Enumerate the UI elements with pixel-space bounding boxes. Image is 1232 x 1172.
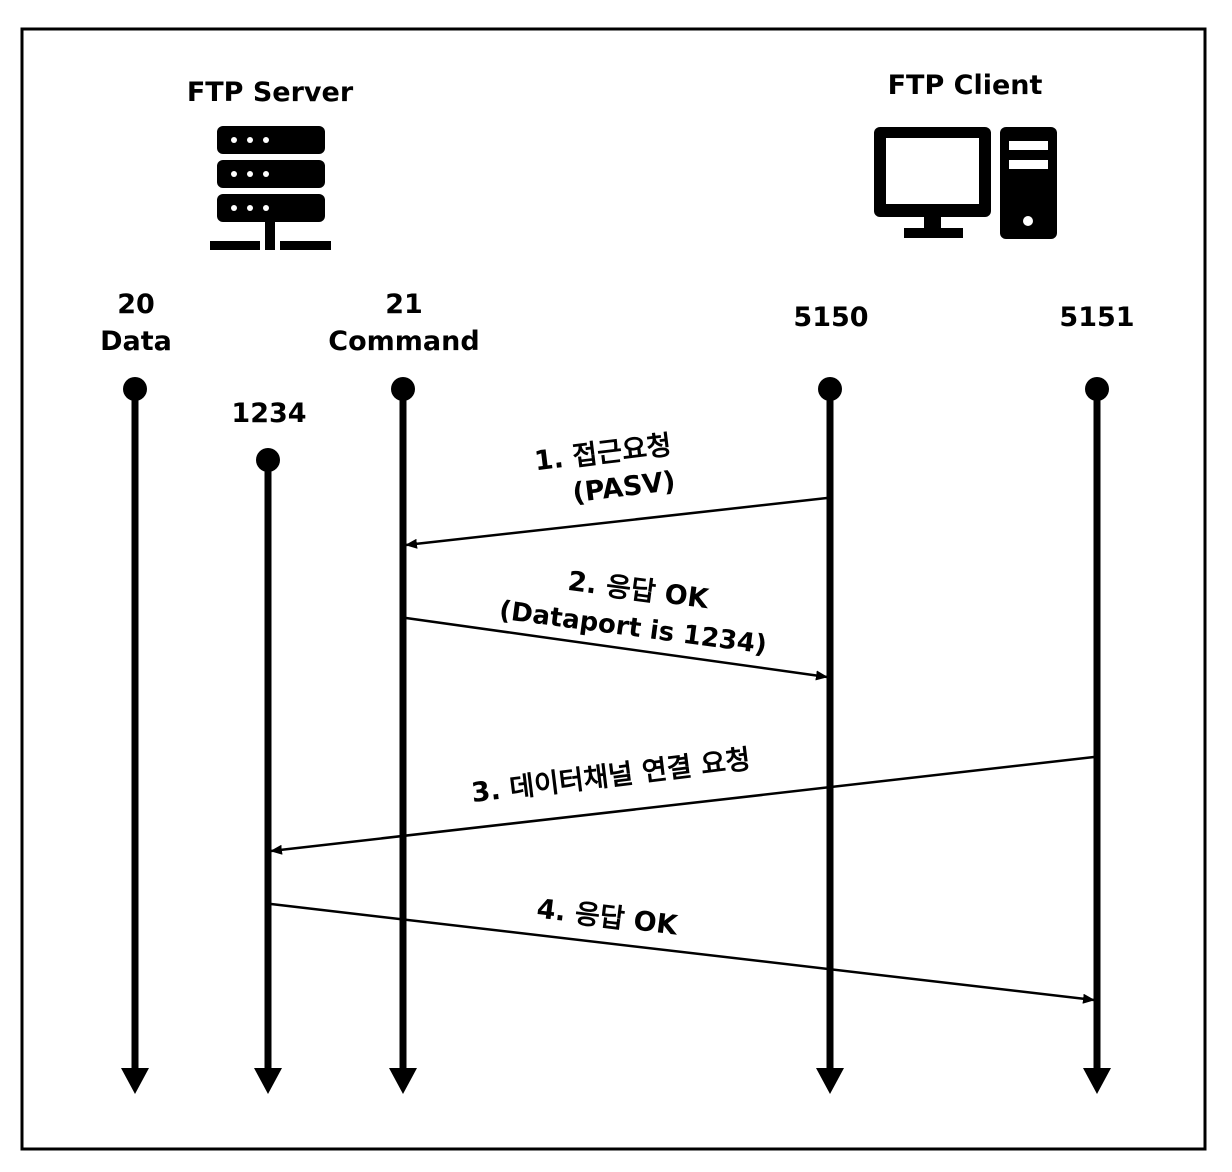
lifeline-20: [121, 377, 149, 1094]
ftp-server-actor: FTP Server: [187, 77, 354, 250]
lifeline-21: [389, 377, 417, 1094]
port-21-number: 21: [385, 289, 423, 320]
lifeline-5150: [816, 377, 844, 1094]
port-1234-number: 1234: [231, 398, 306, 429]
port-21-role: Command: [328, 326, 479, 357]
ftp-client-title: FTP Client: [888, 70, 1043, 101]
message-2-arrow: [405, 616, 828, 681]
message-3-arrow: [270, 755, 1095, 855]
message-4-arrow: [270, 902, 1095, 1004]
ftp-client-actor: FTP Client: [874, 70, 1057, 239]
port-5150-number: 5150: [793, 302, 868, 333]
desktop-computer-icon: [874, 127, 1057, 239]
port-5151-number: 5151: [1059, 302, 1134, 333]
lifeline-1234: [254, 448, 282, 1094]
ftp-server-title: FTP Server: [187, 77, 354, 108]
lifeline-5151: [1083, 377, 1111, 1094]
port-20-role: Data: [100, 326, 172, 357]
message-1-arrow: [405, 496, 828, 549]
server-rack-icon: [210, 126, 331, 250]
port-20-number: 20: [117, 289, 155, 320]
